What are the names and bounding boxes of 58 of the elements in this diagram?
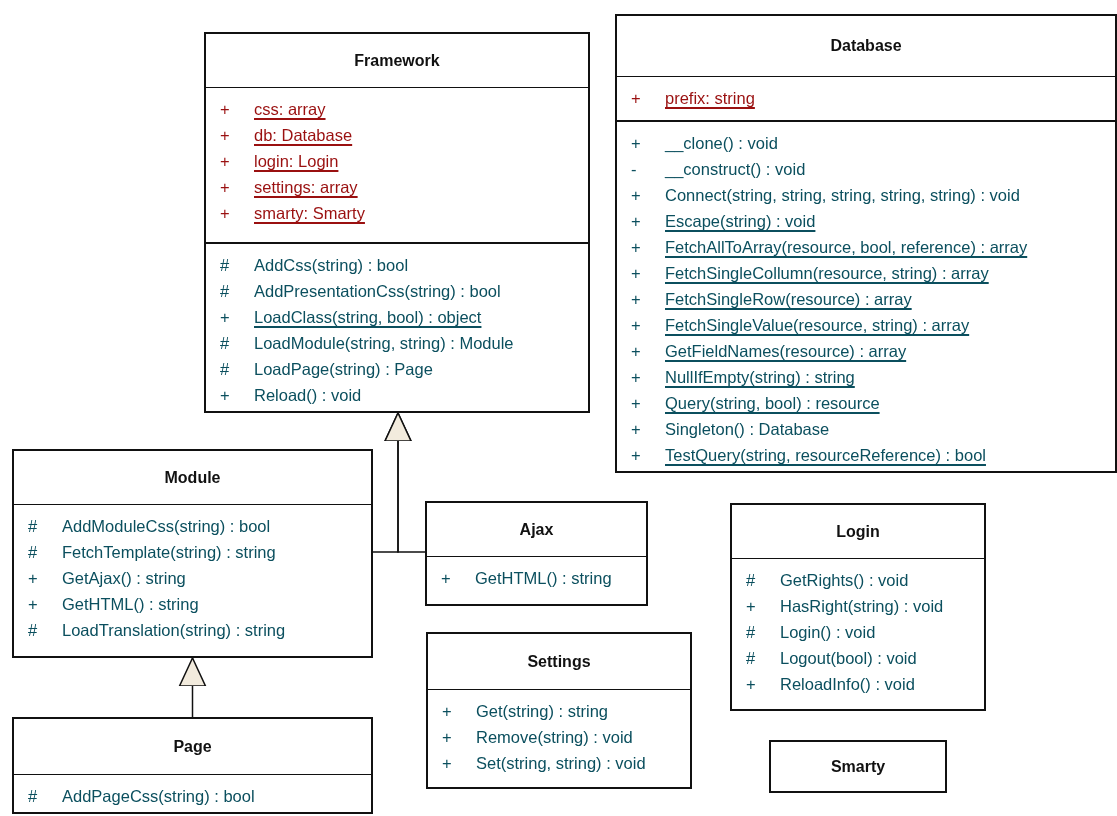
class-name: Login (836, 522, 880, 541)
method-text: - __construct() : void (631, 159, 806, 181)
class-box (426, 632, 692, 789)
class-box (12, 449, 373, 658)
attribute-text: + db: Database (220, 125, 353, 146)
generalization-arrow (178, 657, 207, 718)
class-name: Settings (527, 652, 591, 671)
class-name: Framework (354, 51, 440, 70)
method-text: # AddPresentationCss(string) : bool (220, 281, 501, 302)
method-text: + LoadClass(string, bool) : object (220, 307, 482, 328)
class-box (730, 503, 986, 711)
method-text: # GetRights() : void (746, 570, 909, 591)
attribute-text: + css: array (220, 99, 326, 120)
method-text: + FetchAllToArray(resource, bool, reference) : array (631, 237, 1028, 258)
method-text: + Get(string) : string (442, 701, 609, 722)
method-text: # Logout(bool) : void (746, 648, 917, 669)
method-text: # AddPageCss(string) : bool (28, 786, 255, 807)
class-box (615, 14, 1117, 473)
method-text: + FetchSingleRow(resource) : array (631, 289, 912, 310)
method-text: # AddModuleCss(string) : bool (28, 516, 271, 537)
method-text: + NullIfEmpty(string) : string (631, 367, 855, 388)
generalization-arrow (384, 412, 426, 553)
method-text: + HasRight(string) : void (746, 596, 944, 617)
method-text: # Login() : void (746, 622, 876, 643)
method-text: + GetHTML() : string (28, 594, 199, 615)
class-name: Smarty (830, 757, 886, 776)
class-box (12, 717, 373, 814)
class-box (769, 740, 947, 793)
class-box (425, 501, 648, 606)
attribute-text: + login: Login (220, 151, 339, 172)
method-text: + Set(string, string) : void (442, 753, 646, 774)
method-text: + Singleton() : Database (631, 419, 830, 440)
method-text: + __clone() : void (631, 133, 778, 155)
class-name: Module (164, 468, 221, 487)
method-text: + GetAjax() : string (28, 568, 186, 589)
method-text: + Escape(string) : void (631, 211, 816, 232)
method-text: + Query(string, bool) : resource (631, 393, 880, 414)
class-box (204, 32, 590, 413)
method-text: + GetHTML() : string (441, 568, 612, 589)
class-name: Database (830, 37, 902, 55)
method-text: # LoadTranslation(string) : string (28, 620, 286, 641)
class-name: Page (173, 737, 212, 756)
method-text: + FetchSingleCollumn(resource, string) : array (631, 263, 989, 284)
method-text: + Connect(string, string, string, string, string) : void (631, 185, 1020, 206)
method-text: + Reload() : void (220, 385, 362, 406)
method-text: + ReloadInfo() : void (746, 674, 915, 695)
method-text: # LoadModule(string, string) : Module (220, 333, 514, 354)
method-text: + GetFieldNames(resource) : array (631, 341, 907, 362)
method-text: + FetchSingleValue(resource, string) : array (631, 315, 970, 336)
method-text: + TestQuery(string, resourceReference) : bool (631, 445, 986, 466)
method-text: # FetchTemplate(string) : string (28, 542, 276, 563)
method-text: + Remove(string) : void (442, 727, 633, 748)
method-text: # LoadPage(string) : Page (220, 359, 433, 380)
method-text: # AddCss(string) : bool (220, 255, 409, 276)
attribute-text: + settings: array (220, 177, 358, 198)
attribute-text: + smarty: Smarty (220, 203, 365, 224)
attribute-text: + prefix: string (631, 88, 755, 109)
class-name: Ajax (519, 520, 554, 539)
